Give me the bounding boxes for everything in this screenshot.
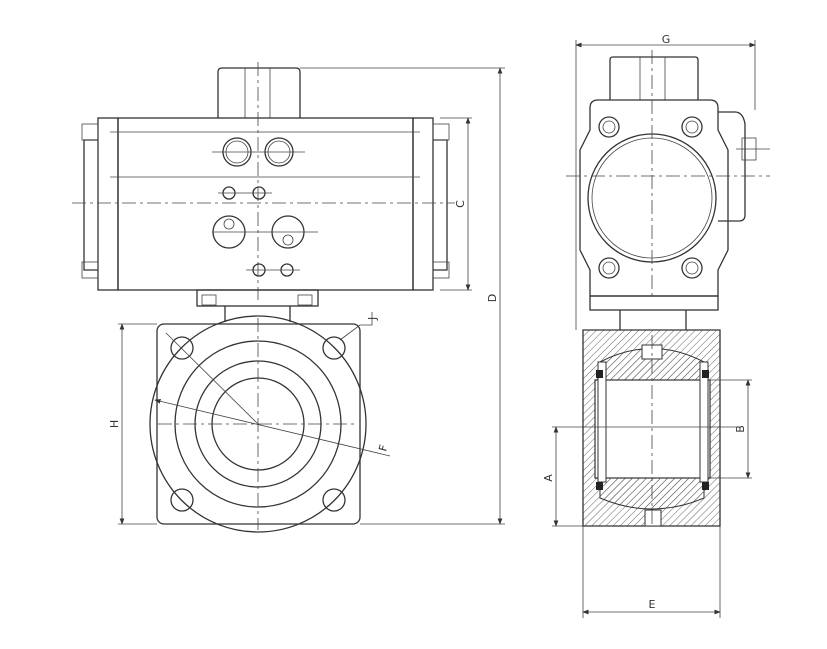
label-h: H: [108, 420, 121, 428]
label-a: A: [542, 474, 555, 482]
dimension-g: G: [575, 33, 756, 330]
dimension-e: E: [582, 526, 721, 618]
dimension-f: F: [154, 398, 391, 457]
valve-flange-front: [149, 315, 367, 533]
dimension-c: C: [440, 117, 472, 291]
label-g: G: [662, 33, 671, 46]
front-view: D C H F J: [72, 62, 505, 533]
dimension-a: A: [542, 426, 740, 527]
actuator-side: [566, 50, 770, 330]
mounting-bracket: [196, 289, 319, 322]
dimension-j: J: [339, 312, 379, 341]
label-j: J: [366, 317, 379, 321]
label-d: D: [486, 294, 499, 302]
valve-body-section: [582, 329, 721, 527]
label-e: E: [649, 598, 656, 611]
side-view: G: [542, 33, 770, 618]
dimension-h: H: [108, 323, 157, 525]
dimension-b: B: [710, 379, 752, 479]
label-c: C: [454, 200, 467, 208]
dimension-d: D: [300, 67, 505, 525]
actuator-front: [72, 62, 455, 300]
label-f: F: [376, 443, 390, 452]
label-b: B: [734, 425, 747, 433]
